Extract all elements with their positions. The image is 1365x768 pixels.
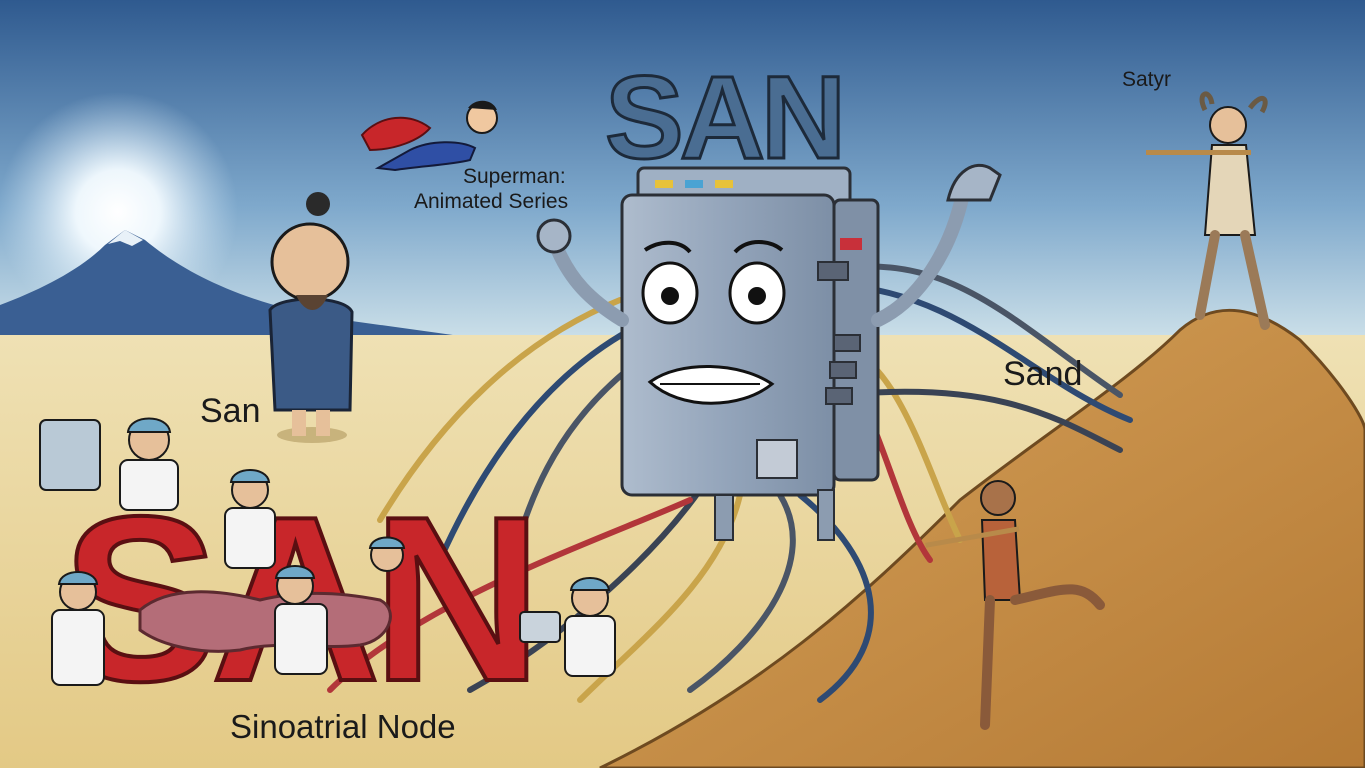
mountain-snow bbox=[108, 230, 143, 246]
label-superman-line2: Animated Series bbox=[414, 190, 569, 213]
label-sinoatrial-node: Sinoatrial Node bbox=[230, 708, 456, 745]
label-satyr: Satyr bbox=[1122, 68, 1172, 91]
label-san: San bbox=[200, 392, 261, 430]
heart-tissue bbox=[138, 590, 392, 653]
monk-figure bbox=[268, 192, 354, 443]
flute-boy-figure bbox=[925, 480, 1105, 730]
big-san-letters: SAN bbox=[605, 52, 842, 184]
server-character bbox=[536, 163, 1002, 541]
satyr-figure bbox=[1146, 91, 1270, 330]
mountain bbox=[0, 230, 460, 340]
label-superman-line1: Superman: bbox=[463, 165, 566, 188]
label-sand: Sand bbox=[1003, 355, 1083, 393]
doctors bbox=[39, 417, 616, 686]
superman-figure bbox=[360, 100, 498, 172]
